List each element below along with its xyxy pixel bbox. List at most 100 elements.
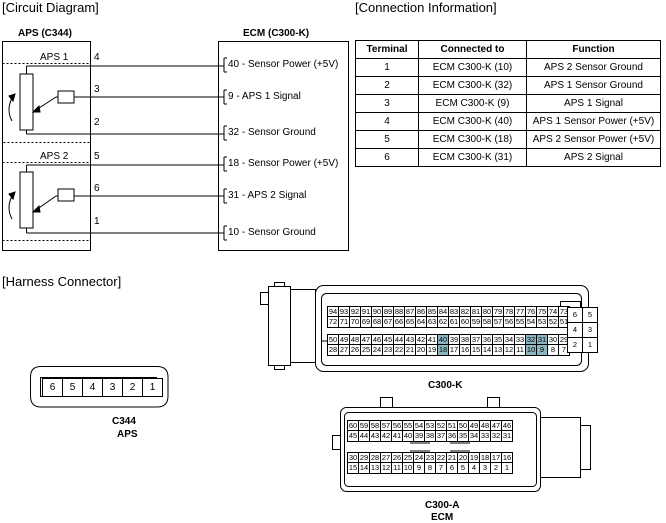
ecm-terminal-label: 10 - Sensor Ground	[228, 227, 316, 238]
aps-pin-number: 5	[94, 151, 100, 162]
table-cell: 3	[355, 94, 419, 113]
table-cell: ECM C300-K (18)	[418, 130, 527, 149]
connection-information-title: [Connection Information]	[355, 0, 497, 15]
c344-label: C344	[112, 416, 136, 427]
c300a-connector-outline	[332, 397, 591, 492]
table-cell: ECM C300-K (32)	[418, 76, 527, 95]
aps-pin-number: 3	[94, 84, 100, 95]
c300k-pin: 67	[382, 316, 394, 328]
ecm-box-title: ECM (C300-K)	[243, 28, 310, 39]
c300k-pin: 57	[492, 316, 504, 328]
table-cell: 2	[355, 76, 419, 95]
c300k-pin: 56	[503, 316, 515, 328]
c300a-pin: 40	[402, 430, 414, 442]
c300k-side-pin: 6	[567, 307, 583, 323]
c300a-pin: 46	[501, 420, 513, 432]
c300a-pin: 32	[490, 430, 502, 442]
c344-aps-label: APS	[117, 429, 138, 440]
c300a-pin: 45	[347, 430, 359, 442]
ecm-terminal-label: 40 - Sensor Power (+5V)	[228, 59, 339, 70]
table-cell: APS 1 Sensor Ground	[526, 76, 661, 95]
c300k-pin: 71	[338, 316, 350, 328]
ecm-terminal-label: 18 - Sensor Power (+5V)	[228, 158, 339, 169]
aps-pin-number: 1	[94, 216, 100, 227]
aps-pin-number: 4	[94, 52, 100, 63]
table-cell: APS 2 Sensor Power (+5V)	[526, 130, 661, 149]
c300k-side-pin: 4	[567, 322, 583, 338]
c300k-side-pin: 5	[582, 307, 598, 323]
table-cell: APS 2 Sensor Ground	[526, 58, 661, 77]
aps2-group	[2, 162, 91, 241]
aps2-potentiometer	[8, 164, 90, 234]
aps-pin-number: 6	[94, 183, 100, 194]
c300k-pin: 61	[448, 316, 460, 328]
ecm-terminal-label: 9 - APS 1 Signal	[228, 91, 301, 102]
aps-pin-number: 2	[94, 117, 100, 128]
aps-component-box	[2, 41, 91, 251]
c344-pin: 4	[82, 378, 103, 397]
aps1-potentiometer	[8, 65, 90, 135]
c300k-pin: 64	[415, 316, 427, 328]
c344-pin: 3	[102, 378, 123, 397]
c344-pin: 5	[62, 378, 83, 397]
ecm-component-box	[218, 41, 349, 251]
ecm-terminal-label: 31 - APS 2 Signal	[228, 190, 307, 201]
c300a-label: C300-A	[425, 500, 460, 511]
table-cell: ECM C300-K (31)	[418, 148, 527, 167]
c344-pin: 1	[142, 378, 163, 397]
c300a-pin: 15	[347, 462, 359, 474]
c344-pin: 2	[122, 378, 143, 397]
table-cell: APS 2 Signal	[526, 148, 661, 167]
header-terminal: Terminal	[355, 40, 419, 59]
c300k-side-pin: 1	[582, 337, 598, 353]
c300k-pin: 63	[426, 316, 438, 328]
ecm-terminal-label: 32 - Sensor Ground	[228, 127, 316, 138]
table-cell: APS 1 Signal	[526, 94, 661, 113]
table-cell: ECM C300-K (10)	[418, 58, 527, 77]
table-cell: 5	[355, 130, 419, 149]
c344-pin: 6	[42, 378, 63, 397]
c300a-ecm-label: ECM	[431, 512, 454, 523]
harness-connector-title: [Harness Connector]	[2, 274, 122, 289]
c300a-pin: 7	[435, 462, 447, 474]
c300k-pin: 24	[371, 344, 383, 356]
table-cell: ECM C300-K (40)	[418, 112, 527, 131]
aps-box-title: APS (C344)	[18, 28, 72, 39]
table-cell: APS 1 Sensor Power (+5V)	[526, 112, 661, 131]
table-cell: 4	[355, 112, 419, 131]
c300a-pin: 31	[501, 430, 513, 442]
table-cell: ECM C300-K (9)	[418, 94, 527, 113]
c300k-label: C300-K	[428, 380, 463, 391]
c300a-pin: 1	[501, 462, 513, 474]
aps1-label: APS 1	[40, 52, 69, 63]
c300k-pin: 10	[525, 344, 537, 356]
c300k-side-pin: 2	[567, 337, 583, 353]
header-connected-to: Connected to	[418, 40, 527, 59]
c300k-pin: 72	[327, 316, 339, 328]
c300k-side-pin: 3	[582, 322, 598, 338]
circuit-diagram-title: [Circuit Diagram]	[2, 0, 99, 15]
table-cell: 6	[355, 148, 419, 167]
table-cell: 1	[355, 58, 419, 77]
wires	[90, 65, 224, 234]
c300a-pin: 41	[391, 430, 403, 442]
aps1-group	[2, 63, 91, 143]
ecm-terminal-brackets	[223, 57, 227, 241]
c300k-pin: 55	[514, 316, 526, 328]
aps2-label: APS 2	[40, 151, 69, 162]
header-function: Function	[526, 40, 661, 59]
